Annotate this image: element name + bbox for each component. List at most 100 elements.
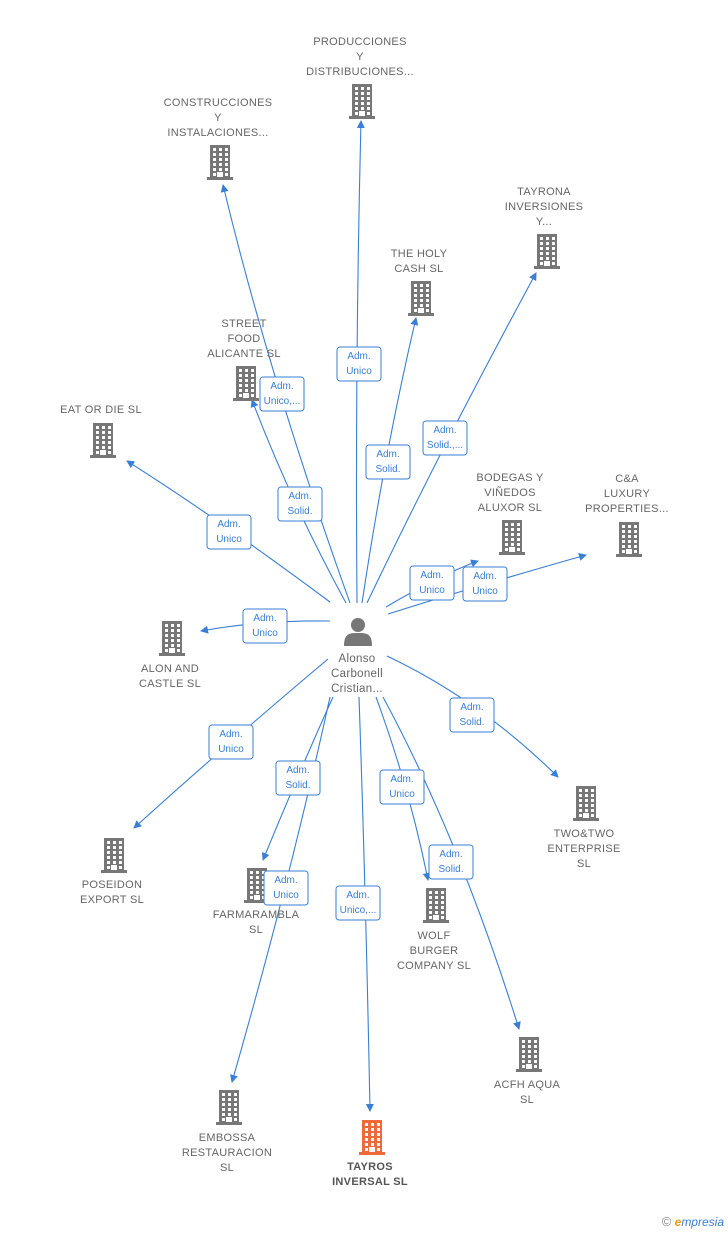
edge-label-text: Adm. xyxy=(286,765,309,776)
company-label-construcciones-line: Y xyxy=(214,112,222,124)
building-icon xyxy=(534,234,560,269)
company-label-embossa-line: EMBOSSA xyxy=(199,1132,256,1144)
edge-label-text: Unico xyxy=(216,534,242,545)
building-icon xyxy=(516,1037,542,1072)
company-label-acfh-line: SL xyxy=(520,1094,534,1106)
edge-label-wolf[interactable]: Adm.Unico xyxy=(379,769,425,805)
edge-label-text: Unico xyxy=(389,789,415,800)
edge-label-construcciones[interactable]: Adm.Unico,... xyxy=(259,376,305,412)
edge-label-acfh[interactable]: Adm.Solid. xyxy=(428,844,474,880)
edge-label-text: Solid. xyxy=(287,506,312,517)
company-label-producciones-line: Y xyxy=(356,51,364,63)
edge-label-text: Solid.,... xyxy=(427,440,463,451)
company-node-acfh[interactable]: ACFH AQUA SL xyxy=(494,1037,561,1106)
edge-label-text: Unico xyxy=(419,585,445,596)
building-icon xyxy=(359,1120,385,1155)
company-label-acfh-line: ACFH AQUA xyxy=(494,1079,561,1091)
company-node-cya[interactable]: C&A LUXURY PROPERTIES... xyxy=(585,473,669,557)
edge-label-streetfood[interactable]: Adm.Solid. xyxy=(277,486,323,522)
company-label-tayrona-line: Y... xyxy=(536,216,552,228)
edge-label-poseidon[interactable]: Adm.Unico xyxy=(208,724,254,760)
edge-label-text: Unico xyxy=(346,366,372,377)
company-label-bodegas-line: BODEGAS Y xyxy=(476,472,544,484)
company-label-twotwo-line: TWO&TWO xyxy=(554,828,615,840)
edge-label-alon[interactable]: Adm.Unico xyxy=(242,608,288,644)
company-label-construcciones-line: INSTALACIONES... xyxy=(167,127,268,139)
company-label-streetfood-line: STREET xyxy=(221,318,266,330)
edge-label-text: Adm. xyxy=(347,351,370,362)
edge-label-text: Unico xyxy=(218,744,244,755)
company-node-wolf[interactable]: WOLF BURGER COMPANY SL xyxy=(397,888,471,972)
company-node-eatordie[interactable]: EAT OR DIE SL xyxy=(60,404,142,458)
edge-label-text: Adm. xyxy=(473,571,496,582)
building-icon xyxy=(90,423,116,458)
edge-label-text: Solid. xyxy=(285,780,310,791)
edge-label-bodegas[interactable]: Adm.Unico xyxy=(409,565,455,601)
company-label-poseidon-line: EXPORT SL xyxy=(80,894,144,906)
edge-label-text: Unico xyxy=(273,890,299,901)
company-label-embossa-line: SL xyxy=(220,1162,234,1174)
edge-label-holycash[interactable]: Adm.Solid. xyxy=(365,444,411,480)
edge-label-eatordie[interactable]: Adm.Unico xyxy=(206,514,252,550)
company-label-twotwo-line: ENTERPRISE xyxy=(547,843,620,855)
building-icon xyxy=(216,1090,242,1125)
building-icon xyxy=(499,520,525,555)
center-person-label-line: Carbonell xyxy=(331,668,383,680)
company-label-streetfood-line: ALICANTE SL xyxy=(207,348,281,360)
edge-label-text: Adm. xyxy=(460,702,483,713)
edge-label-tayrona[interactable]: Adm.Solid.,... xyxy=(422,420,468,456)
edge-label-farmarambla[interactable]: Adm. Solid. xyxy=(275,760,321,796)
edge-labels-layer: Adm.UnicoAdm.Unico,...Adm.Solid.,...Adm.… xyxy=(206,346,508,921)
edge-label-text: Unico xyxy=(252,628,278,639)
brand-footer: © empresia xyxy=(662,1214,724,1229)
company-label-wolf: WOLF BURGER COMPANY SL xyxy=(397,930,471,972)
company-label-alon-line: CASTLE SL xyxy=(139,678,201,690)
copyright-symbol: © xyxy=(661,1214,672,1229)
building-icon xyxy=(616,522,642,557)
company-label-farmarambla-line: FARMARAMBLA xyxy=(213,909,300,921)
company-label-acfh: ACFH AQUA SL xyxy=(494,1079,561,1106)
company-label-cya-line: LUXURY xyxy=(604,488,651,500)
company-node-poseidon[interactable]: POSEIDON EXPORT SL xyxy=(80,838,144,906)
edge-label-cya[interactable]: Adm.Unico xyxy=(462,566,508,602)
company-label-producciones-line: DISTRIBUCIONES... xyxy=(306,66,414,78)
edge-label-tayros[interactable]: Adm.Unico,... xyxy=(335,885,381,921)
company-label-cya-line: PROPERTIES... xyxy=(585,503,669,515)
edge-label-producciones[interactable]: Adm. Unico xyxy=(336,346,382,382)
company-label-cya-line: C&A xyxy=(615,473,639,485)
company-label-tayrona-line: INVERSIONES xyxy=(505,201,584,213)
edge-label-twotwo[interactable]: Adm. Solid. xyxy=(449,697,495,733)
edge-label-text: Solid. xyxy=(459,717,484,728)
company-label-holycash-line: CASH SL xyxy=(394,263,443,275)
company-label-tayros-line: TAYROS xyxy=(347,1161,393,1173)
company-label-poseidon-line: POSEIDON xyxy=(82,879,142,891)
edge-label-embossa[interactable]: Adm. Unico xyxy=(263,870,309,906)
center-person-label-line: Cristian... xyxy=(331,683,383,695)
company-label-wolf-line: WOLF xyxy=(418,930,451,942)
edge-label-text: Adm. xyxy=(346,890,369,901)
company-label-wolf-line: COMPANY SL xyxy=(397,960,471,972)
building-icon xyxy=(159,621,185,656)
company-label-bodegas-line: VIÑEDOS xyxy=(484,486,536,499)
edge-label-text: Adm. xyxy=(274,875,297,886)
company-label-wolf-line: BURGER xyxy=(410,945,459,957)
edge-label-text: Solid. xyxy=(438,864,463,875)
edges-layer xyxy=(126,120,587,1112)
